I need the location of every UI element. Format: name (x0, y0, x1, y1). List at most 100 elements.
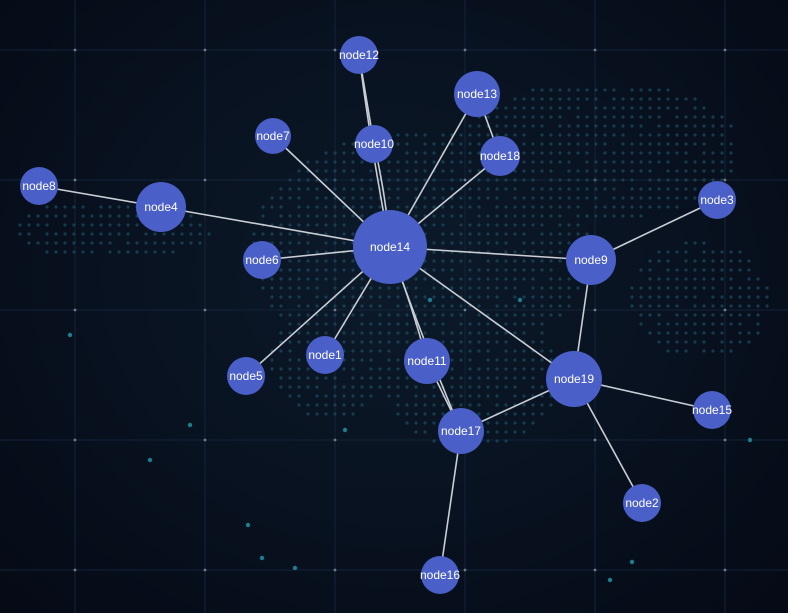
map-dot (315, 214, 319, 218)
map-dot (90, 214, 94, 218)
map-dot (720, 313, 724, 317)
map-dot (702, 250, 706, 254)
map-dot (414, 394, 418, 398)
map-dot (432, 178, 436, 182)
map-dot (495, 133, 499, 137)
graph-node-node6[interactable]: node6 (243, 241, 281, 279)
map-dot (468, 259, 472, 263)
map-dot (756, 277, 760, 281)
map-dot (540, 313, 544, 317)
map-dot (351, 349, 355, 353)
map-dot (414, 403, 418, 407)
map-dot (666, 340, 670, 344)
map-dot (432, 142, 436, 146)
graph-node-node13[interactable]: node13 (454, 71, 500, 117)
map-dot (648, 277, 652, 281)
graph-node-node12[interactable]: node12 (339, 36, 379, 74)
glow-dot (747, 437, 753, 443)
map-dot (567, 232, 571, 236)
map-dot (657, 331, 661, 335)
graph-node-node1[interactable]: node1 (306, 336, 344, 374)
map-dot (711, 259, 715, 263)
map-dot (441, 205, 445, 209)
map-dot (648, 88, 652, 92)
map-dot (594, 196, 598, 200)
glow-dot (147, 457, 153, 463)
map-dot (477, 385, 481, 389)
map-dot (747, 268, 751, 272)
grid-dot (73, 178, 77, 182)
map-dot (288, 331, 292, 335)
map-dot (468, 169, 472, 173)
graph-node-node19[interactable]: node19 (546, 351, 602, 407)
map-dot (720, 268, 724, 272)
map-dot (495, 124, 499, 128)
map-dot (117, 250, 121, 254)
map-dot (720, 277, 724, 281)
map-dot (513, 205, 517, 209)
map-dot (99, 205, 103, 209)
map-dot (558, 97, 562, 101)
map-dot (432, 394, 436, 398)
map-dot (279, 277, 283, 281)
graph-node-node14[interactable]: node14 (353, 210, 427, 284)
graph-node-node9[interactable]: node9 (566, 235, 616, 285)
graph-node-node8[interactable]: node8 (20, 167, 58, 205)
glow-dot (259, 555, 265, 561)
map-dot (360, 178, 364, 182)
map-dot (702, 241, 706, 245)
map-dot (513, 259, 517, 263)
map-dot (477, 196, 481, 200)
graph-node-node17[interactable]: node17 (438, 408, 484, 454)
graph-node-node4[interactable]: node4 (136, 182, 186, 232)
map-dot (351, 340, 355, 344)
map-dot (441, 259, 445, 263)
map-dot (306, 403, 310, 407)
map-dot (126, 250, 130, 254)
map-dot (297, 331, 301, 335)
map-dot (594, 142, 598, 146)
map-dot (684, 187, 688, 191)
map-dot (270, 358, 274, 362)
graph-node-node7[interactable]: node7 (255, 118, 291, 154)
map-dot (504, 178, 508, 182)
map-dot (522, 430, 526, 434)
map-dot (657, 250, 661, 254)
graph-node-node2[interactable]: node2 (623, 484, 661, 522)
map-dot (711, 268, 715, 272)
map-dot (585, 142, 589, 146)
node-label: node2 (625, 496, 659, 510)
graph-node-node11[interactable]: node11 (404, 338, 450, 384)
map-dot (702, 322, 706, 326)
map-dot (342, 223, 346, 227)
graph-node-node3[interactable]: node3 (698, 181, 736, 219)
map-dot (729, 349, 733, 353)
map-dot (36, 214, 40, 218)
map-dot (189, 214, 193, 218)
graph-node-node5[interactable]: node5 (227, 357, 265, 395)
graph-node-node10[interactable]: node10 (354, 125, 394, 163)
graph-node-node15[interactable]: node15 (692, 391, 732, 429)
map-dot (405, 331, 409, 335)
graph-node-node16[interactable]: node16 (420, 556, 460, 594)
map-dot (522, 394, 526, 398)
map-dot (675, 331, 679, 335)
node-label: node7 (256, 129, 290, 143)
map-dot (702, 313, 706, 317)
node-label: node4 (144, 200, 178, 214)
map-dot (414, 205, 418, 209)
map-dot (504, 421, 508, 425)
map-dot (369, 169, 373, 173)
graph-node-node18[interactable]: node18 (480, 136, 520, 176)
map-dot (315, 250, 319, 254)
map-dot (306, 187, 310, 191)
map-dot (360, 160, 364, 164)
map-dot (396, 205, 400, 209)
map-dot (540, 340, 544, 344)
map-dot (270, 286, 274, 290)
map-dot (306, 322, 310, 326)
map-dot (549, 250, 553, 254)
map-dot (342, 214, 346, 218)
map-dot (531, 115, 535, 119)
